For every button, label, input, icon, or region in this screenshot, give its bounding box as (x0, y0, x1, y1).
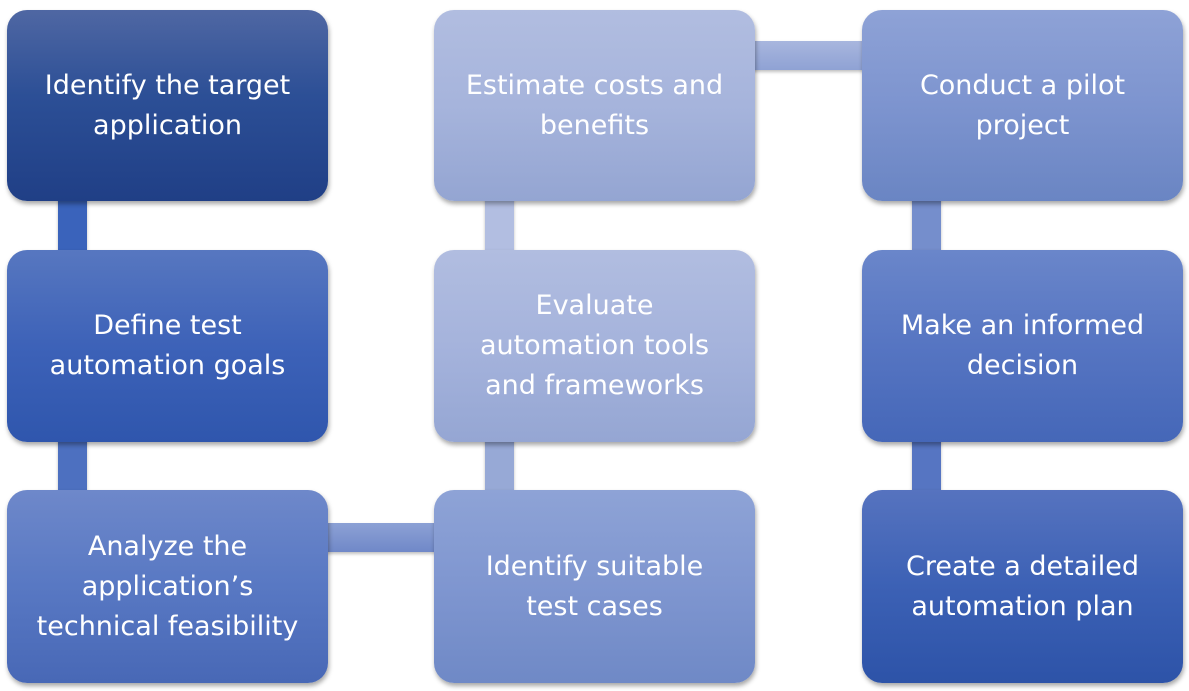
connector-step2-step3 (58, 436, 87, 496)
step-label: Identify the target application (44, 69, 291, 141)
connector-step5-step6 (485, 195, 514, 255)
step-evaluate-tools-frameworks: Evaluate automation tools and frameworks (434, 250, 755, 442)
step-label: Conduct a pilot project (919, 69, 1126, 141)
connector-step3-step4 (322, 523, 440, 552)
step-make-informed-decision: Make an informed decision (862, 250, 1183, 442)
step-identify-suitable-test-cases: Identify suitable test cases (434, 490, 755, 683)
connector-step4-step5 (485, 436, 514, 496)
step-label: Identify suitable test cases (485, 550, 704, 622)
connector-step1-step2 (58, 195, 87, 255)
step-label: Make an informed decision (900, 310, 1145, 381)
step-analyze-technical-feasibility: Analyze the application’s technical feas… (7, 490, 328, 683)
step-create-automation-plan: Create a detailed automation plan (862, 490, 1183, 683)
connector-step6-step7 (749, 41, 868, 70)
step-label: Analyze the application’s technical feas… (36, 530, 299, 642)
connector-step8-step9 (912, 436, 941, 496)
step-identify-target-application: Identify the target application (7, 10, 328, 201)
step-estimate-costs-benefits: Estimate costs and benefits (434, 10, 755, 201)
step-label: Estimate costs and benefits (465, 69, 724, 141)
step-label: Evaluate automation tools and frameworks (479, 290, 710, 401)
connector-step7-step8 (912, 195, 941, 255)
step-conduct-pilot-project: Conduct a pilot project (862, 10, 1183, 201)
step-label: Define test automation goals (49, 310, 286, 381)
step-define-automation-goals: Define test automation goals (7, 250, 328, 442)
step-label: Create a detailed automation plan (905, 550, 1140, 622)
